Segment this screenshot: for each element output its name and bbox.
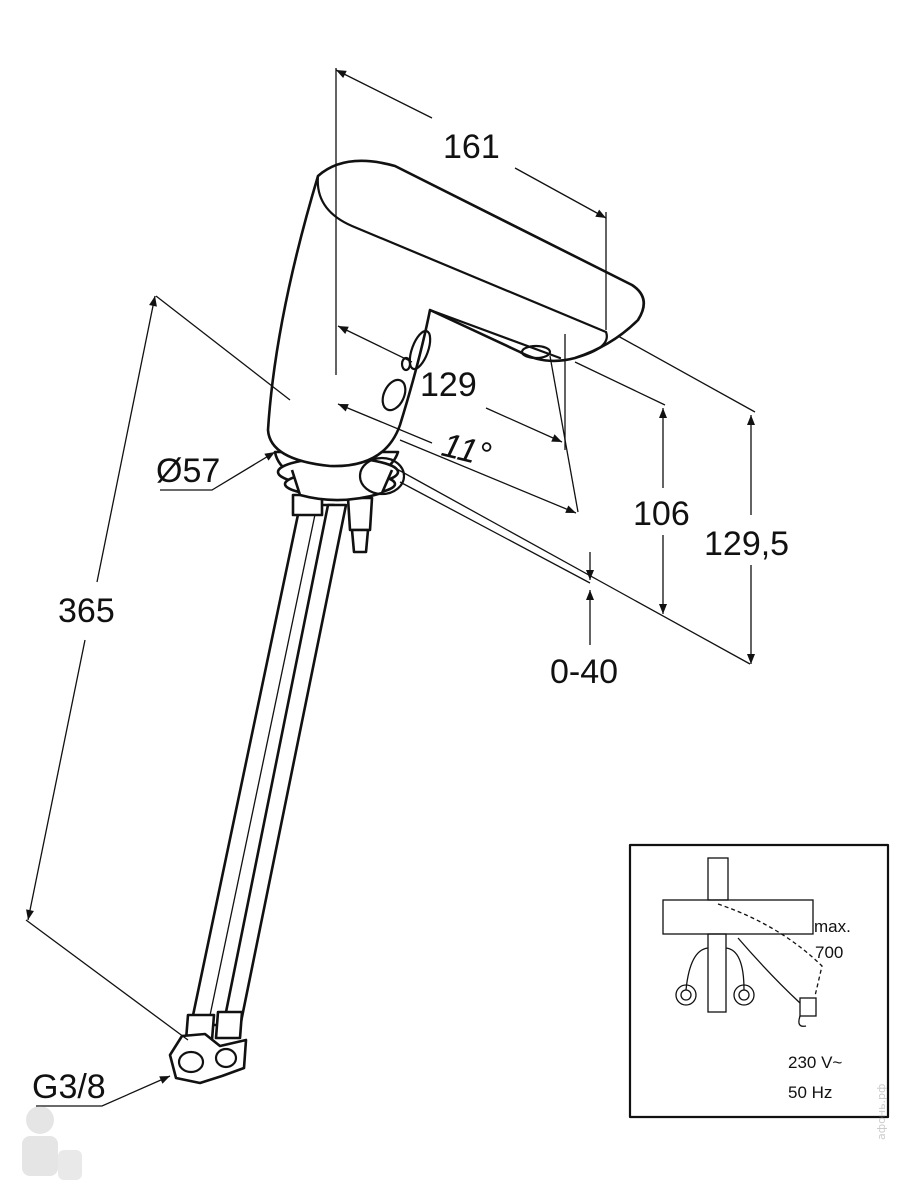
dim-106: 106 bbox=[633, 495, 690, 533]
dim-angle: 11° bbox=[438, 426, 495, 475]
thread-nut bbox=[168, 1032, 248, 1085]
installation-inset bbox=[628, 843, 890, 1119]
dim-365: 365 bbox=[58, 592, 115, 630]
dim-129: 129 bbox=[420, 366, 477, 404]
inset-max-label: max. bbox=[814, 917, 851, 936]
dim-161: 161 bbox=[443, 128, 500, 166]
supply-hoses bbox=[189, 503, 348, 1027]
dimension-lines bbox=[25, 68, 756, 1107]
dim-thickness: 0-40 bbox=[550, 653, 618, 691]
dim-diameter: Ø57 bbox=[156, 452, 220, 490]
watermark-text: афонь.рф bbox=[875, 1084, 888, 1140]
dim-129-5: 129,5 bbox=[704, 525, 789, 563]
watermark-logo bbox=[22, 1106, 82, 1180]
inset-max-value: 700 bbox=[815, 943, 843, 962]
sensor-window bbox=[381, 329, 432, 412]
inset-voltage: 230 V~ bbox=[788, 1053, 842, 1072]
inset-frequency: 50 Hz bbox=[788, 1083, 832, 1102]
faucet-body bbox=[266, 159, 646, 468]
dim-thread: G3/8 bbox=[32, 1068, 106, 1106]
